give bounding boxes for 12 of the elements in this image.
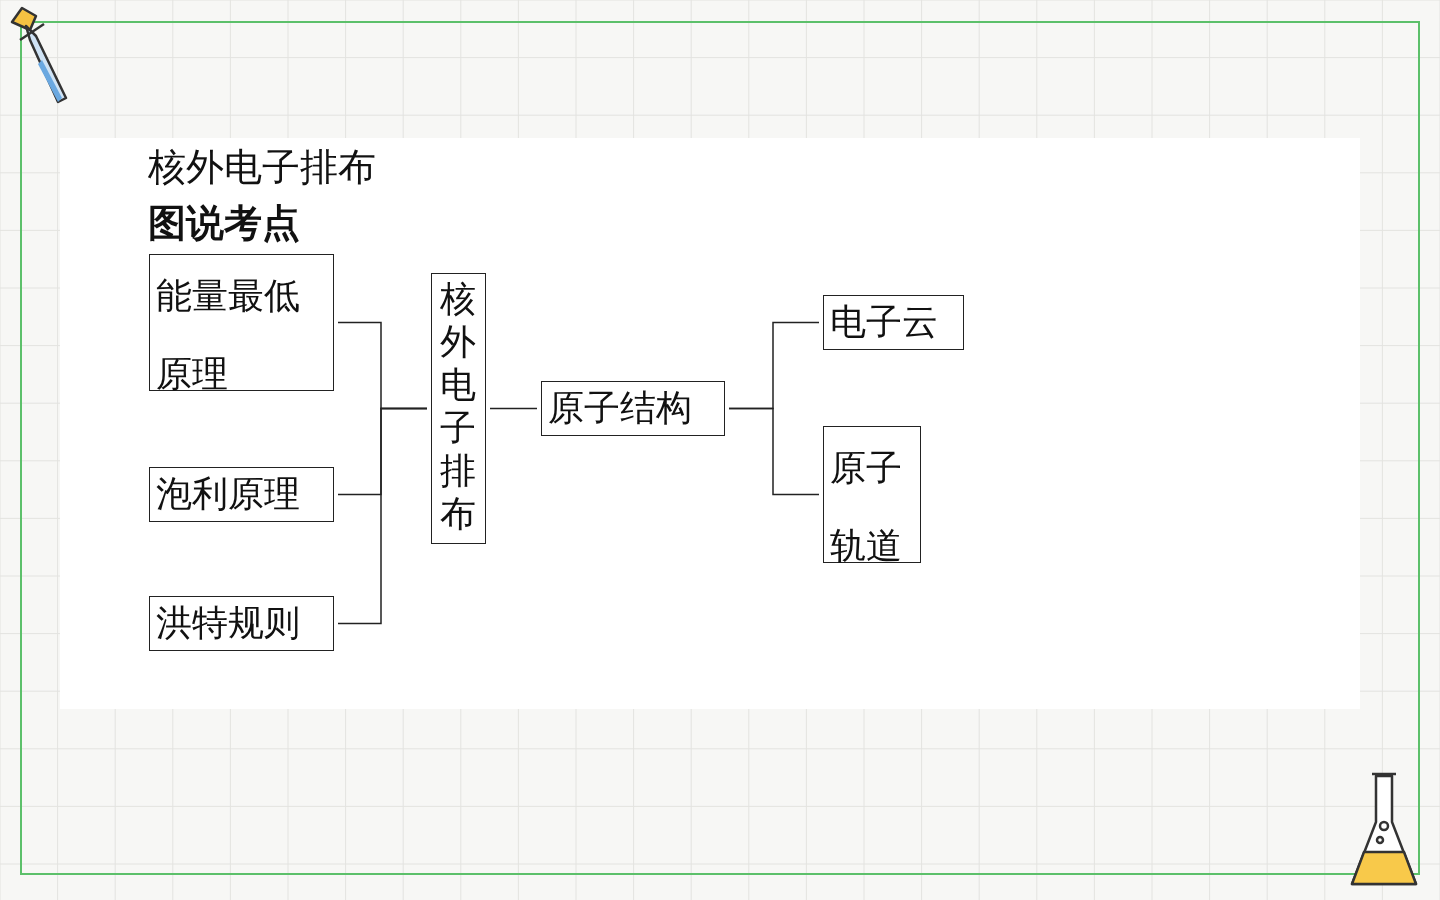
- connector-line: [489, 407, 538, 410]
- concept-box: 能量最低原理: [149, 254, 334, 391]
- vertical-text-box: 核外电子排布: [431, 273, 486, 544]
- connector-line: [728, 407, 820, 496]
- concept-box: 洪特规则: [149, 596, 334, 651]
- concept-box: 泡利原理: [149, 467, 334, 522]
- connector-line: [337, 407, 428, 625]
- concept-box: 电子云: [823, 295, 964, 350]
- diagram-title: 核外电子排布: [148, 145, 376, 190]
- section-heading: 图说考点: [148, 200, 300, 247]
- concept-box: 原子轨道: [823, 426, 921, 563]
- concept-box: 原子结构: [541, 381, 725, 436]
